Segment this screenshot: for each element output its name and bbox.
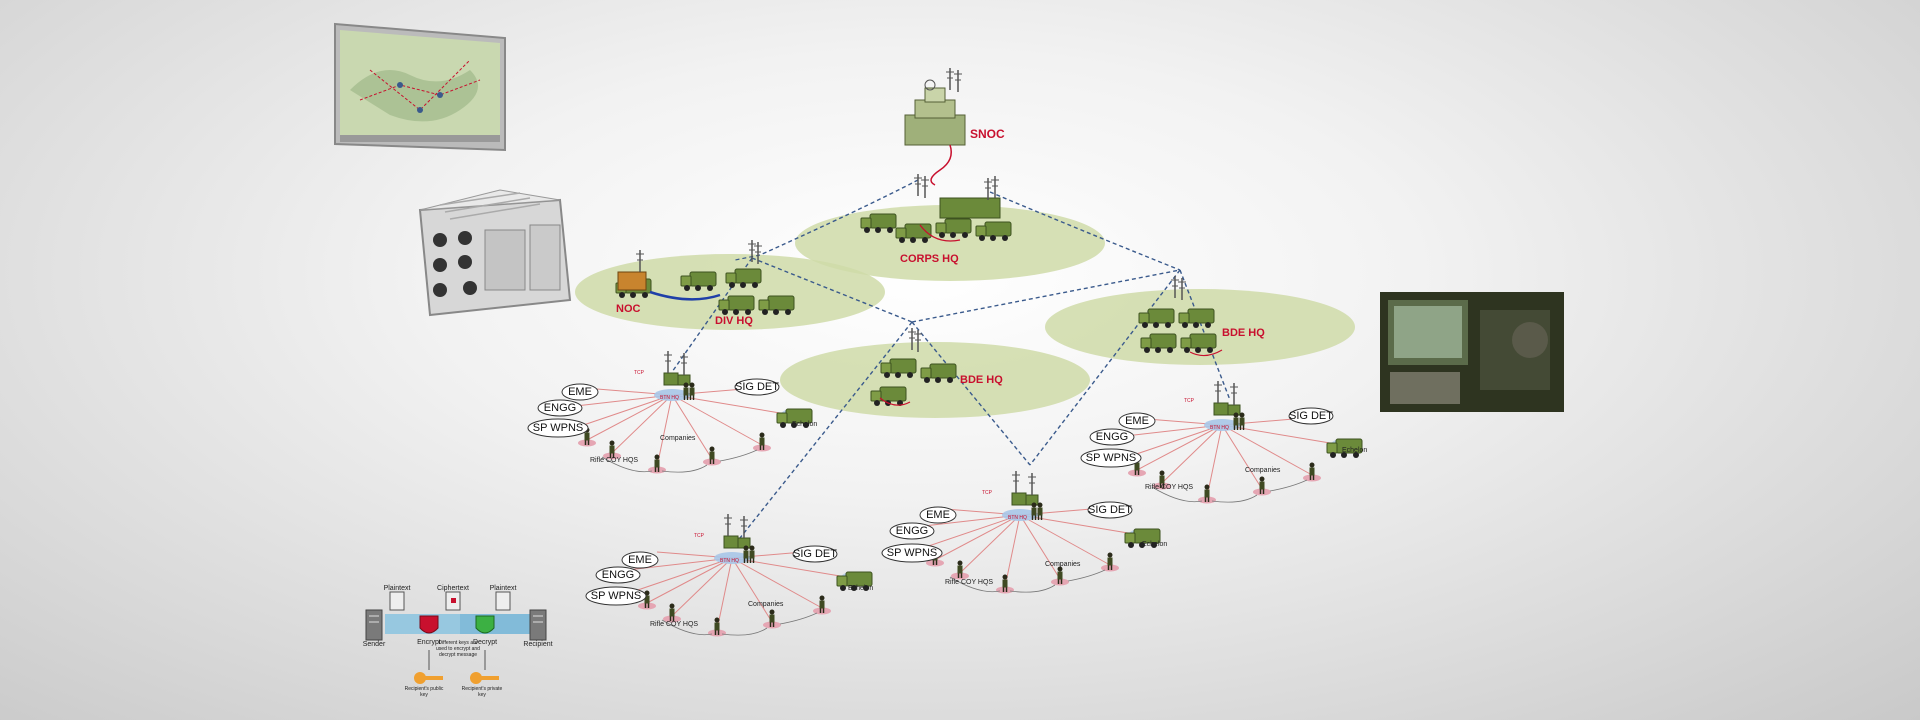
svg-text:BTN HQ: BTN HQ [1008,515,1027,521]
map-display-image [334,22,506,152]
svg-text:BTN HQ: BTN HQ [660,395,679,401]
snoc-building [904,67,966,186]
svg-text:SP WPNS: SP WPNS [887,547,938,559]
svg-text:TCP: TCP [694,533,705,539]
svg-text:ENGG: ENGG [1096,431,1128,443]
svg-text:Echelon: Echelon [848,585,873,592]
svg-text:Echelon: Echelon [792,421,817,428]
div-hq-label: DIV HQ [715,315,753,327]
snoc-label: SNOC [970,127,1005,141]
svg-text:EME: EME [568,386,592,398]
svg-text:Encrypt: Encrypt [417,639,441,646]
svg-text:SIG DET: SIG DET [1088,504,1132,516]
svg-text:SP WPNS: SP WPNS [533,422,584,434]
battalion-cluster-3: EME ENGG SP WPNS SIG DET Echelon Compani… [881,471,1167,594]
svg-text:ENGG: ENGG [544,402,576,414]
bde-hq-center-label: BDE HQ [960,374,1003,386]
svg-text:TCP: TCP [634,370,645,376]
bde-hq-right-label: BDE HQ [1222,327,1265,339]
svg-text:Echelon: Echelon [1342,447,1367,454]
plaintext-output-document-icon [495,591,511,611]
decrypt-shield-icon [475,615,495,634]
div-hq-zone [575,254,885,330]
svg-text:EME: EME [926,509,950,521]
svg-text:SIG DET: SIG DET [1289,410,1333,422]
sender-server-icon [365,609,383,641]
svg-text:EME: EME [628,554,652,566]
svg-text:Plaintext: Plaintext [384,585,411,592]
svg-text:SIG DET: SIG DET [793,548,837,560]
public-key-label: Recipient's public key [404,686,444,698]
battalion-cluster-1: EME ENGG SP WPNS SIG DET Echelon Compani… [527,351,817,474]
private-key-label: Recipient's private key [461,686,503,698]
svg-text:Companies: Companies [1045,561,1081,568]
bde-hq-right-vehicles [1138,275,1223,357]
svg-text:SP WPNS: SP WPNS [591,590,642,602]
svg-text:SIG DET: SIG DET [735,381,779,393]
bde-hq-center-vehicles [870,327,957,407]
battalion-cluster-2: EME ENGG SP WPNS SIG DET Echelon Compani… [585,514,873,637]
battalion-cluster-4: EME ENGG SP WPNS SIG DET Echelon Compani… [1080,381,1367,504]
encrypt-shield-icon [419,615,439,634]
svg-text:Sender: Sender [363,641,386,648]
rugged-radio-unit-image [418,189,572,317]
recipient-server-icon [529,609,547,641]
svg-text:Recipient: Recipient [523,641,552,648]
svg-text:BTN HQ: BTN HQ [720,558,739,564]
corps-hq-label: CORPS HQ [900,253,959,265]
svg-text:ENGG: ENGG [896,525,928,537]
vehicle-terminal-photo [1380,292,1564,412]
svg-text:Companies: Companies [660,435,696,442]
svg-text:Rifle COY HQS: Rifle COY HQS [1145,484,1193,491]
encryption-note: Different keys are used to encrypt and d… [436,640,480,658]
svg-text:SP WPNS: SP WPNS [1086,452,1137,464]
svg-text:Companies: Companies [1245,467,1281,474]
svg-text:TCP: TCP [982,490,993,496]
svg-text:ENGG: ENGG [602,569,634,581]
svg-text:Decrypt: Decrypt [473,639,497,646]
svg-text:BTN HQ: BTN HQ [1210,425,1229,431]
svg-text:TCP: TCP [1184,398,1195,404]
private-key-icon [470,672,499,684]
noc-label: NOC [616,303,641,315]
svg-text:Ciphertext: Ciphertext [437,585,469,592]
svg-text:EME: EME [1125,415,1149,427]
svg-text:Rifle COY HQS: Rifle COY HQS [590,457,638,464]
svg-text:Rifle COY HQS: Rifle COY HQS [945,579,993,586]
svg-text:Companies: Companies [748,601,784,608]
div-hq-vehicles [615,239,795,316]
bde-hq-right-zone [1045,289,1355,365]
public-key-icon [414,672,443,684]
svg-text:Rifle COY HQS: Rifle COY HQS [650,621,698,628]
encryption-flow-diagram: Sender Plaintext Ciphertext Plaintext Re… [363,585,553,698]
plaintext-document-icon [389,591,405,611]
svg-text:Plaintext: Plaintext [490,585,517,592]
svg-text:Echelon: Echelon [1142,541,1167,548]
corps-hq-vehicles [860,173,1012,244]
